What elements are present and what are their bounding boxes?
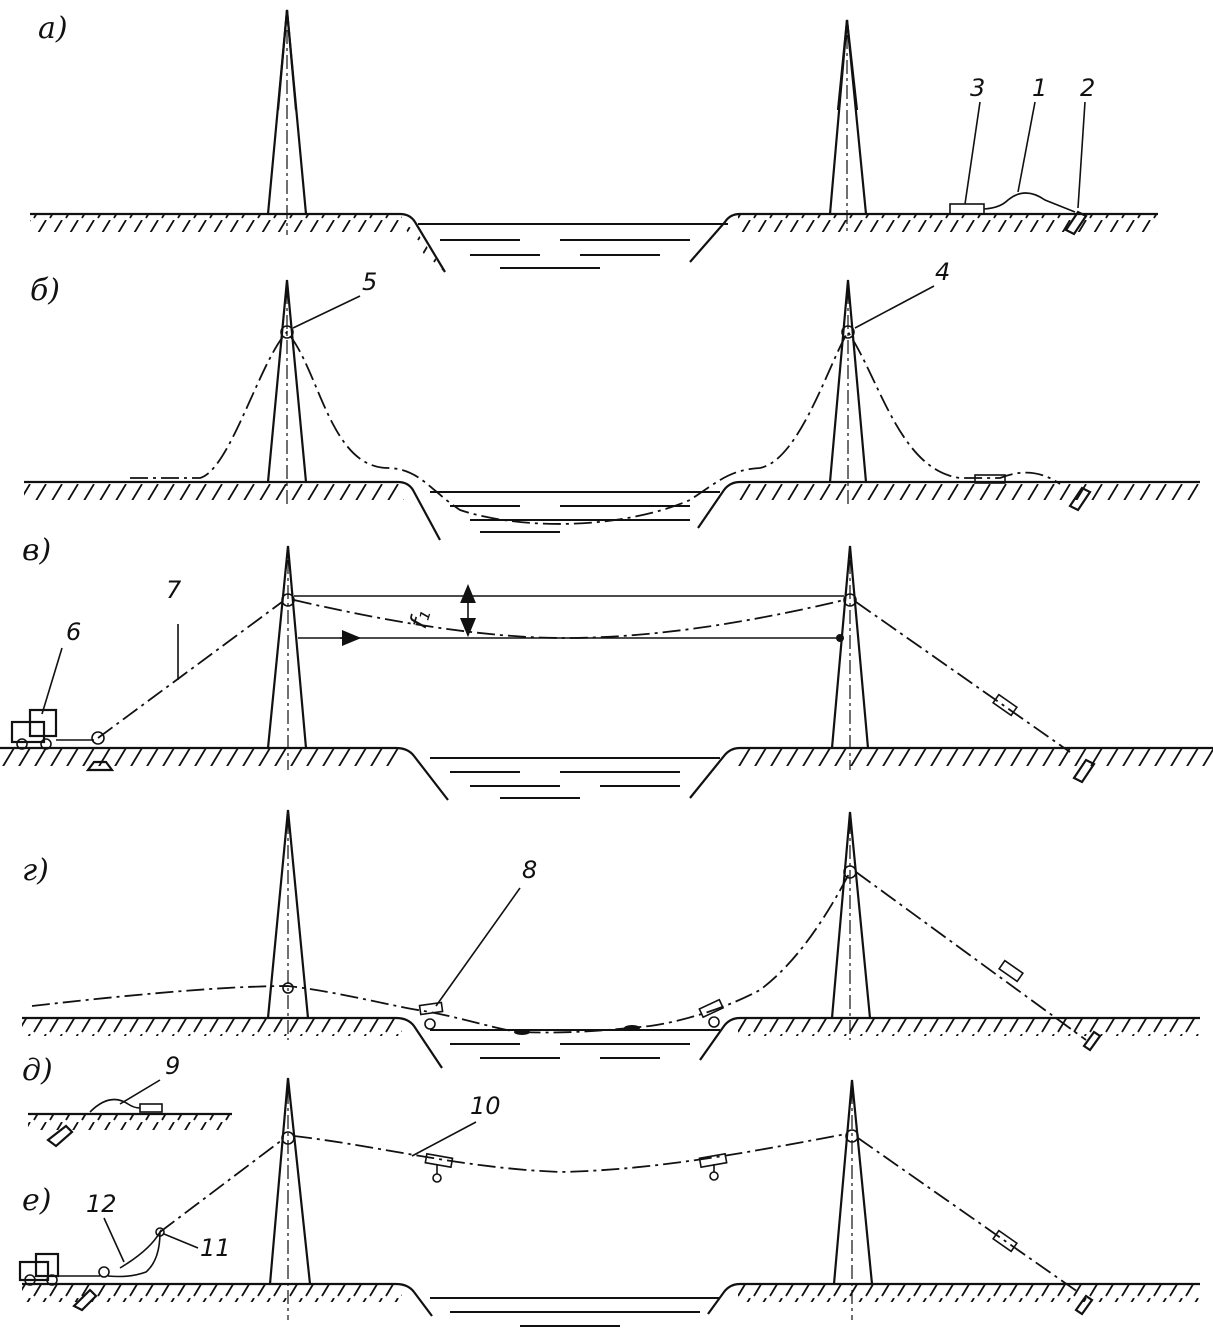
- tower-left: [268, 1077, 312, 1320]
- river: [430, 1029, 720, 1059]
- panel-label-a: а): [38, 11, 68, 46]
- river: [418, 223, 728, 269]
- pull-rope-right: [857, 1137, 1079, 1293]
- callout-3: 3: [970, 74, 985, 102]
- ground: [0, 746, 1213, 801]
- cable-suspended: [293, 1133, 847, 1173]
- panel-b: 5 4: [24, 258, 1200, 541]
- tower-right: [832, 1079, 874, 1320]
- panel-v: f₁ 6 7: [0, 545, 1213, 801]
- panel-label-g: г): [22, 853, 49, 888]
- ground: [30, 212, 1158, 273]
- callout-7: 7: [166, 576, 182, 604]
- river: [430, 757, 720, 799]
- pull-rope-left: [97, 601, 283, 739]
- panel-label-b: б): [30, 273, 60, 308]
- tower-left: [266, 279, 308, 505]
- callout-4: 4: [935, 258, 950, 286]
- cable-drum-assembly: [949, 192, 1088, 236]
- sag-label: f₁: [404, 606, 436, 632]
- tower-left: [266, 9, 308, 235]
- river: [430, 491, 720, 533]
- cable-span: [293, 599, 845, 639]
- panel-label-d: д): [22, 1053, 53, 1088]
- pull-rope-left: [159, 1139, 283, 1233]
- ground: [22, 1016, 1200, 1069]
- tower-right: [830, 545, 870, 770]
- callout-1: 1: [1032, 74, 1047, 102]
- tower-left: [266, 809, 310, 1040]
- river: [430, 1297, 720, 1327]
- callout-2: 2: [1080, 74, 1095, 102]
- cable-on-floats: [31, 871, 851, 1034]
- pull-rope-right: [855, 601, 1071, 753]
- panel-e: 10 12 11: [18, 1077, 1200, 1327]
- callout-9: 9: [165, 1052, 180, 1080]
- panel-g: 8: [22, 809, 1200, 1069]
- tower-right: [830, 811, 872, 1040]
- callout-6: 6: [66, 618, 81, 646]
- panel-d: 9: [28, 1052, 232, 1148]
- panel-label-v: в): [22, 533, 51, 568]
- tower-right: [828, 19, 868, 235]
- panel-label-e: е): [22, 1183, 51, 1218]
- callout-12: 12: [86, 1190, 117, 1218]
- ground: [24, 480, 1200, 541]
- pull-rope-right: [855, 871, 1087, 1041]
- tractor-winch: [18, 1227, 165, 1312]
- panel-a: 3 1 2: [30, 9, 1158, 273]
- pilot-rope: [130, 330, 1061, 525]
- tower-right: [828, 279, 868, 505]
- tower-left: [266, 545, 308, 770]
- callout-11: 11: [200, 1234, 231, 1262]
- callout-5: 5: [362, 268, 377, 296]
- callout-10: 10: [470, 1092, 501, 1120]
- callout-8: 8: [522, 856, 537, 884]
